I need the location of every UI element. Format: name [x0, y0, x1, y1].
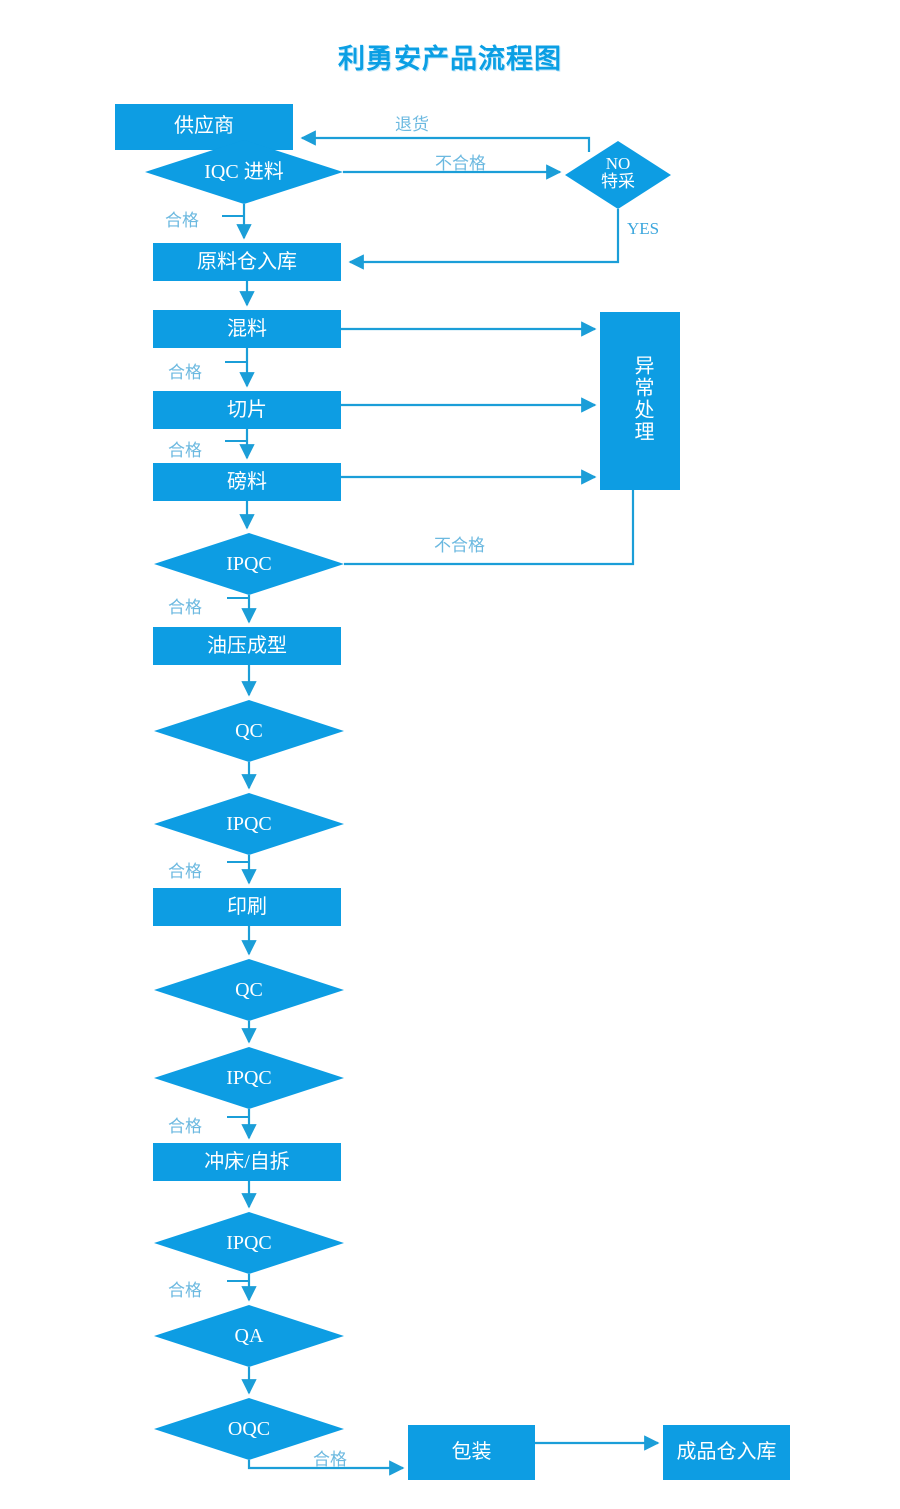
node-qc-2[interactable] [154, 959, 344, 1021]
node-supplier[interactable] [115, 104, 293, 150]
node-qc-1[interactable] [154, 700, 344, 762]
node-special-purchase[interactable] [565, 141, 671, 209]
node-weighing[interactable] [153, 463, 341, 501]
node-ipqc-3[interactable] [154, 1047, 344, 1109]
node-ipqc-2[interactable] [154, 793, 344, 855]
node-hydraulic[interactable] [153, 627, 341, 665]
node-mixing[interactable] [153, 310, 341, 348]
page-title: 利勇安产品流程图 [338, 44, 562, 75]
node-printing[interactable] [153, 888, 341, 926]
node-exception[interactable] [600, 312, 680, 490]
node-ipqc-1[interactable] [154, 533, 344, 595]
edge-fail-ipqc1 [344, 490, 635, 566]
edge-return-goods [300, 130, 591, 152]
node-finished-warehouse[interactable] [663, 1425, 790, 1480]
edge-yes [348, 209, 620, 270]
node-slicing[interactable] [153, 391, 341, 429]
node-qa[interactable] [154, 1305, 344, 1367]
node-ipqc-4[interactable] [154, 1212, 344, 1274]
node-packaging[interactable] [408, 1425, 535, 1480]
edge-pass-oqc [247, 1460, 405, 1476]
node-punch[interactable] [153, 1143, 341, 1181]
node-iqc[interactable] [145, 140, 343, 204]
node-oqc[interactable] [154, 1398, 344, 1460]
node-raw-warehouse[interactable] [153, 243, 341, 281]
